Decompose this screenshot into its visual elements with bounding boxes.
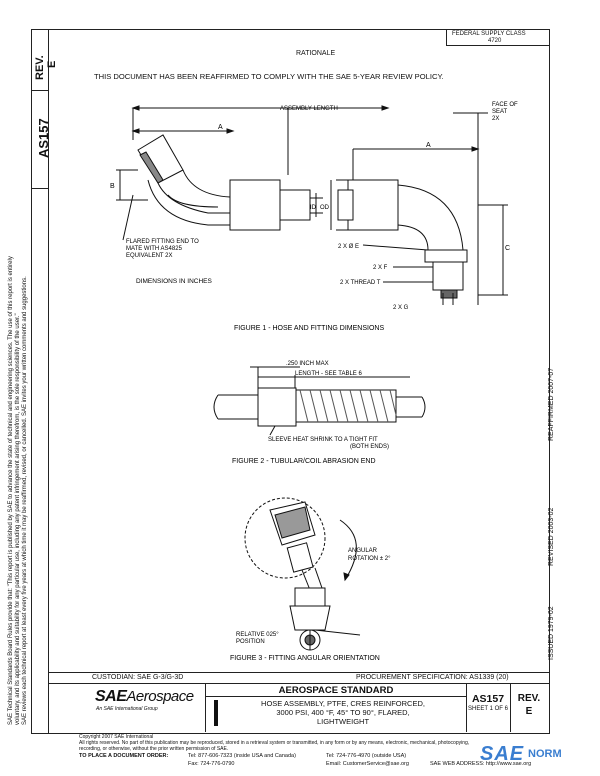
abrasion-coil (295, 389, 397, 423)
copyright-line-2: All rights reserved. No part of this pub… (79, 740, 470, 746)
a1-label: A (218, 124, 223, 131)
figure1-drawing: ASSEMBLY LENGTH FACE OF SEAT 2X A A B ID… (110, 102, 518, 332)
title-line-1: HOSE ASSEMBLY, PTFE, CRES REINFORCED, (261, 699, 425, 708)
face-of-seat-label-2: SEAT (492, 109, 508, 115)
rotation-circle (244, 497, 326, 579)
logo-bar (214, 700, 218, 726)
title-line-3: LIGHTWEIGHT (316, 717, 370, 726)
footer-custodian-line (48, 683, 549, 684)
id-label: ID (310, 205, 317, 211)
copyright-line-1: Copyright 2007 SAE International (79, 734, 154, 740)
lower-fitting-hex (289, 605, 331, 631)
footer-doc-number: AS157 (471, 693, 505, 705)
rev-divider-footer (510, 683, 511, 732)
relative-label: RELATIVE 025° (236, 632, 279, 638)
sae-norm-watermark-sae: SAE (480, 743, 525, 765)
hose-collar-left (229, 179, 281, 231)
sleeve-label-2: (BOTH ENDS) (350, 444, 389, 450)
od-label: OD (320, 205, 330, 211)
side-notice-2: voluntary, and its applicability and sui… (15, 313, 21, 725)
copyright-block: Copyright 2007 SAE International All rig… (79, 734, 549, 752)
rev-label: REV. (34, 55, 46, 80)
copyright-line-3: recording, or otherwise, without the pri… (79, 746, 229, 752)
left-column (31, 29, 49, 734)
reaffirmed-date: REAFFIRMED 2007-07 (548, 367, 555, 441)
flared-fitting-note: FLARED FITTING END TO (126, 239, 199, 245)
face-of-seat-label-3: 2X (492, 116, 499, 122)
footer-rev-label: REV. (517, 693, 541, 704)
rotation-label: ROTATION ± 2° (348, 556, 391, 562)
revised-date: REVISED 2003-02 (548, 507, 555, 566)
fsc-box (446, 29, 549, 46)
heat-shrink-sleeve (257, 387, 297, 427)
e-note: 2 X Ø E (338, 244, 359, 250)
docnum-divider (466, 683, 467, 732)
angular-label: ANGULAR (348, 548, 378, 554)
footer-rev-value: E (525, 706, 533, 717)
dimensions-note: DIMENSIONS IN INCHES (136, 278, 213, 285)
footer-top-line (48, 672, 549, 673)
fax: Fax: 724-776-0790 (188, 761, 235, 767)
hose-collar-right (279, 189, 311, 221)
sae-logo-text: SAE (95, 688, 127, 705)
fsc-label: FEDERAL SUPPLY CLASS (452, 31, 526, 37)
docnum-divider (31, 188, 48, 189)
aerospace-standard-title: AEROSPACE STANDARD (278, 685, 394, 696)
figure1-caption: FIGURE 1 - HOSE AND FITTING DIMENSIONS (234, 325, 384, 332)
flared-fitting-note-3: EQUIVALENT 2X (126, 253, 172, 259)
fsc-value: 4720 (488, 38, 502, 44)
figure2-drawing: .250 INCH MAX LENGTH - SEE TABLE 6 SLEEV… (213, 361, 426, 465)
tel-usa: Tel: 877-606-7323 (inside USA and Canada… (188, 753, 296, 759)
order-label: TO PLACE A DOCUMENT ORDER: (79, 753, 169, 759)
rev-value: E (46, 60, 58, 68)
figure3-caption: FIGURE 3 - FITTING ANGULAR ORIENTATION (230, 655, 380, 662)
side-notice-3: SAE reviews each technical report at lea… (22, 276, 28, 725)
tel-outside: Tel: 724-776-4970 (outside USA) (326, 753, 407, 759)
position-label: POSITION (236, 639, 265, 645)
rationale-title: RATIONALE (296, 50, 336, 57)
right-fitting-thread (440, 289, 458, 299)
sae-norm-watermark-norm: NORM (528, 748, 562, 760)
f-note: 2 X F (373, 265, 388, 271)
assembly-length-label: ASSEMBLY LENGTH (280, 106, 338, 112)
sheet-number: SHEET 1 OF 6 (468, 706, 508, 712)
standard-line (205, 696, 467, 697)
max-label: .250 INCH MAX (286, 361, 329, 367)
custodian: CUSTODIAN: SAE G-3/G-3D (92, 674, 184, 681)
figure3-drawing: ANGULAR ROTATION ± 2° RELATIVE 025° POSI… (230, 497, 391, 662)
page-frame (48, 29, 550, 734)
thread-note: 2 X THREAD T (340, 280, 381, 286)
a2-label: A (426, 142, 431, 149)
sleeve-label: SLEEVE HEAT SHRINK TO A TIGHT FIT (268, 437, 378, 443)
right-hose-collar (347, 179, 399, 231)
right-elbow-ferrule (424, 249, 468, 263)
title-line-2: 3000 PSI, 400 °F, 45° TO 90°, FLARED, (276, 708, 410, 717)
web-address: SAE WEB ADDRESS: http://www.sae.org (430, 761, 532, 767)
logo-divider (205, 683, 206, 732)
figure2-caption: FIGURE 2 - TUBULAR/COIL ABRASION END (232, 458, 376, 465)
g-note: 2 X G (393, 305, 409, 311)
email: Email: CustomerService@sae.org (326, 761, 409, 767)
face-of-seat-label: FACE OF (492, 102, 518, 108)
c2-label: C (505, 245, 510, 252)
rationale-text: THIS DOCUMENT HAS BEEN REAFFIRMED TO COM… (94, 72, 444, 81)
side-notice-1: SAE Technical Standards Board Rules prov… (8, 256, 14, 725)
flared-fitting-note-2: MATE WITH AS4825 (126, 246, 183, 252)
length-label: LENGTH - SEE TABLE 6 (295, 371, 362, 377)
issued-date: ISSUED 1979-02 (548, 606, 555, 660)
b1-label: B (110, 183, 115, 190)
document-title: HOSE ASSEMBLY, PTFE, CRES REINFORCED, 30… (220, 699, 466, 726)
logo-tagline: An SAE International Group (96, 706, 158, 712)
rev-divider (31, 90, 48, 91)
sae-logo: SAEAerospace (95, 688, 194, 706)
procurement-spec: PROCUREMENT SPECIFICATION: AS1339 (20) (356, 674, 509, 681)
aerospace-logo-text: Aerospace (126, 688, 194, 705)
